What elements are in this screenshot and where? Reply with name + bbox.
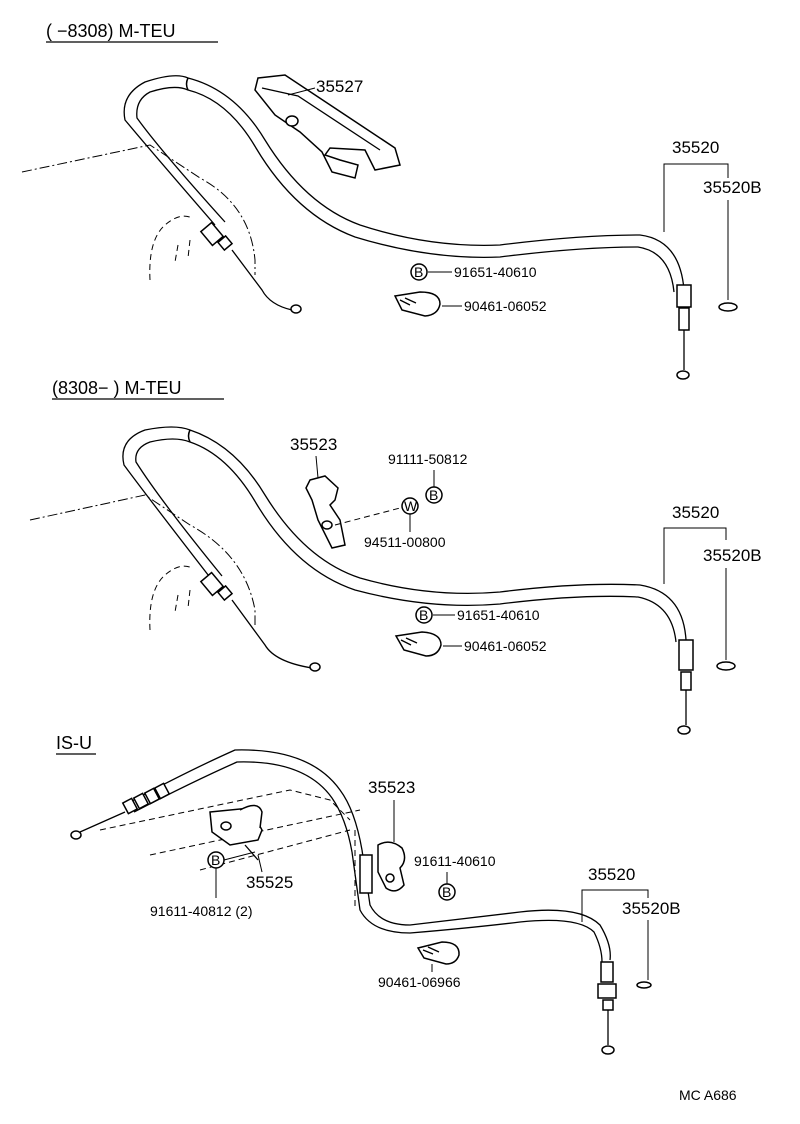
section-2-bracket xyxy=(305,475,346,549)
section-2-hand-sketch xyxy=(149,565,193,631)
section-1-header: ( −8308) M-TEU xyxy=(46,21,176,41)
section-2-cable xyxy=(122,426,694,735)
section-2-bracket-leader xyxy=(315,455,319,479)
section-3-o-ring xyxy=(636,981,652,989)
section-2-washer-label: 94511-00800 xyxy=(364,534,446,550)
section-3: IS-U xyxy=(56,733,681,1055)
section-1: ( −8308) M-TEU 35527 xyxy=(21,21,762,380)
section-3-cable-label: 35520 xyxy=(588,865,635,884)
section-2-cable-leader xyxy=(663,527,727,584)
section-1-bolt-marker xyxy=(410,263,428,281)
section-3-bolt-left-marker-letter: B xyxy=(211,852,220,868)
section-1-body-outline xyxy=(21,144,256,275)
footer-code: MC A686 xyxy=(679,1087,737,1103)
section-3-bracket-left-leader xyxy=(257,854,263,873)
section-3-bolt-left-leader-a xyxy=(223,851,256,861)
section-2-bolt-label: 91651-40610 xyxy=(457,607,540,623)
section-2-bolt-top-marker-letter: B xyxy=(429,487,438,503)
section-2-bolt-marker-letter: B xyxy=(419,607,428,623)
section-2-bolt-marker xyxy=(415,606,433,624)
section-1-clamp-label: 90461-06052 xyxy=(464,298,547,314)
section-2-bolt-top-label: 91111-50812 xyxy=(388,451,468,467)
section-1-cable-sub-label: 35520B xyxy=(703,178,762,197)
section-2-cable-label: 35520 xyxy=(672,503,719,522)
section-1-clamp xyxy=(393,291,441,317)
section-1-cable-leader xyxy=(663,163,729,232)
section-3-header: IS-U xyxy=(56,733,92,753)
section-3-bolt-left-label: 91611-40812 (2) xyxy=(150,903,252,919)
section-1-bracket-leader xyxy=(287,87,316,96)
section-2-o-ring xyxy=(716,661,736,671)
section-3-clamp xyxy=(416,941,460,965)
section-1-hand-sketch xyxy=(149,215,193,281)
section-3-cable-leader xyxy=(581,889,649,922)
section-3-bolt-right-label: 91611-40610 xyxy=(414,853,496,869)
section-3-bolt-right-marker-letter: B xyxy=(442,884,451,900)
section-3-bracket-right xyxy=(377,841,406,892)
section-3-bracket-left-label: 35525 xyxy=(246,873,293,892)
section-1-bracket xyxy=(254,74,401,179)
section-1-cable xyxy=(123,75,692,380)
section-3-bracket-right-label: 35523 xyxy=(368,778,415,797)
section-3-clamp-label: 90461-06966 xyxy=(378,974,461,990)
section-1-cable-label: 35520 xyxy=(672,138,719,157)
section-3-bracket-left xyxy=(209,804,263,861)
section-2-clamp-label: 90461-06052 xyxy=(464,638,547,654)
section-2-header: (8308− ) M-TEU xyxy=(52,378,182,398)
section-3-body-outline xyxy=(99,789,361,910)
section-2-cable-sub-label: 35520B xyxy=(703,546,762,565)
section-1-bolt-marker-letter: B xyxy=(414,264,423,280)
section-2-clamp xyxy=(394,631,442,657)
section-2-washer-axis xyxy=(334,507,401,526)
section-1-bracket-label: 35527 xyxy=(316,77,363,96)
section-2-bracket-label: 35523 xyxy=(290,435,337,454)
section-2-washer-marker-letter: W xyxy=(404,498,418,514)
section-3-cable xyxy=(70,749,617,1055)
section-2-body-outline xyxy=(29,494,256,625)
section-1-bolt-label: 91651-40610 xyxy=(454,264,537,280)
section-2: (8308− ) M-TEU 35523 91111-50812 B xyxy=(29,378,762,735)
section-1-o-ring xyxy=(718,302,738,312)
section-3-cable-sub-label: 35520B xyxy=(622,899,681,918)
